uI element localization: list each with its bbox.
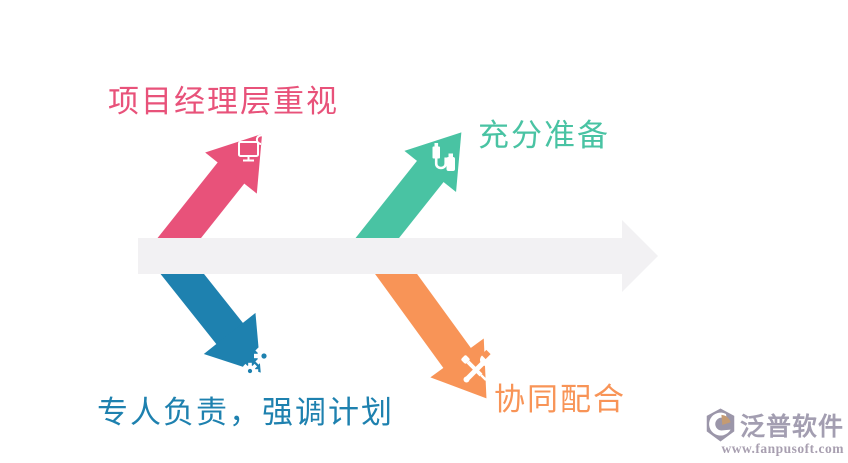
gears-icon: [241, 346, 274, 380]
fanpu-logo-icon: [706, 408, 735, 442]
branch-label-project-manager: 项目经理层重视: [108, 84, 339, 120]
main-axis-bar: [138, 238, 622, 274]
branch-label-collaboration: 协同配合: [494, 382, 626, 418]
fanpu-watermark: 泛普软件 www.fanpusoft.com: [704, 407, 844, 457]
monitor-cloud-sync-icon: [238, 130, 275, 162]
branch-label-preparation: 充分准备: [478, 118, 610, 154]
branch-label-dedicated-owner: 专人负责，强调计划: [97, 395, 394, 431]
watermark-title: 泛普软件: [739, 412, 844, 441]
main-axis-arrowhead: [622, 220, 658, 292]
tools-icon: [461, 349, 492, 383]
watermark-url: www.fanpusoft.com: [721, 441, 844, 456]
usb-cable-icon: [432, 143, 455, 171]
